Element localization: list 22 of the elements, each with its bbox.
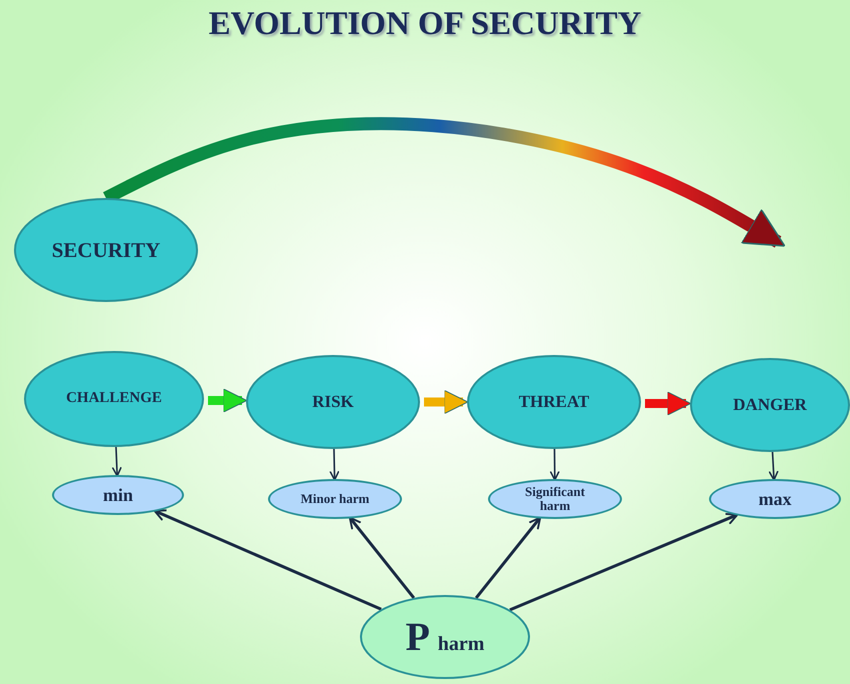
arrow (329, 448, 340, 481)
arrow (154, 509, 382, 611)
block-arrow (208, 388, 248, 413)
node-label: CHALLENGE (66, 391, 162, 407)
arrow (768, 452, 779, 481)
node-label: RISK (312, 393, 354, 411)
node-label: min (102, 486, 133, 504)
arrow (550, 449, 560, 481)
node-label: max (758, 490, 792, 508)
title: EVOLUTION OF SECURITY (208, 6, 642, 43)
arrow (112, 446, 122, 477)
arrow (474, 516, 542, 599)
node-label: THREAT (518, 393, 590, 411)
node-label: SECURITY (52, 238, 160, 262)
node-label: Minor harm (300, 492, 370, 506)
arrow (348, 516, 416, 599)
arrow (509, 512, 738, 612)
block-arrow (424, 390, 468, 414)
block-arrow (645, 391, 692, 416)
block-arrow (103, 117, 786, 248)
node-label: Significant harm (524, 485, 586, 513)
node-label: DANGER (733, 396, 807, 414)
